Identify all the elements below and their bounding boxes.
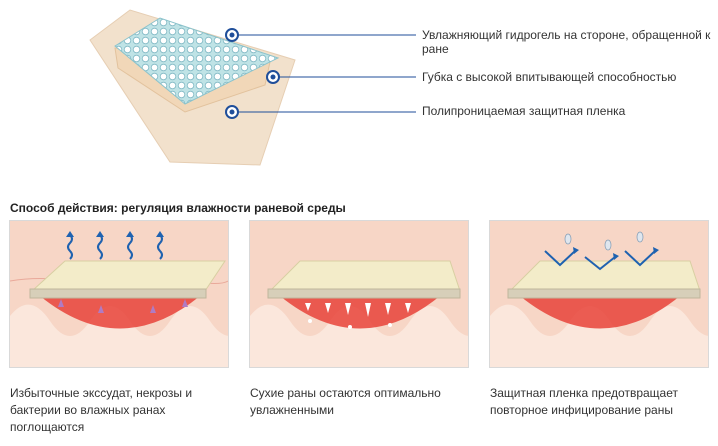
callout-film: Полипроницаемая защитная пленка bbox=[422, 104, 626, 118]
moisture-drops bbox=[305, 303, 411, 329]
caption-absorption: Избыточные экссудат, некрозы и бактерии … bbox=[10, 386, 193, 434]
marker-film bbox=[225, 105, 239, 119]
caption-moisture: Сухие раны остаются оптимально увлажненн… bbox=[250, 386, 441, 417]
wound bbox=[520, 296, 680, 329]
sponge bbox=[29, 288, 207, 299]
marker-hydrogel bbox=[225, 28, 239, 42]
wound bbox=[280, 296, 440, 329]
dressing bbox=[268, 260, 461, 292]
section-title: Способ действия: регуляция влажности ран… bbox=[10, 201, 346, 215]
dressing-illustration bbox=[89, 9, 296, 166]
panel-protection bbox=[489, 220, 709, 368]
exudate-arrows bbox=[67, 234, 163, 260]
marker-sponge bbox=[266, 70, 280, 84]
leader-lines bbox=[225, 28, 416, 119]
wound bbox=[40, 296, 200, 329]
sponge bbox=[267, 288, 461, 299]
deflection-arrows bbox=[544, 250, 656, 271]
panel-moisture bbox=[249, 220, 469, 368]
bacteria-icons bbox=[564, 231, 644, 251]
dressing bbox=[30, 260, 226, 292]
callout-hydrogel: Увлажняющий гидрогель на стороне, обраще… bbox=[422, 28, 711, 56]
hydrogel-layer bbox=[114, 17, 280, 105]
callout-sponge: Губка с высокой впитывающей способностью bbox=[422, 70, 677, 84]
sponge bbox=[507, 288, 701, 299]
panel-absorption bbox=[9, 220, 229, 368]
caption-protection: Защитная пленка предотвращает повторное … bbox=[490, 386, 678, 417]
